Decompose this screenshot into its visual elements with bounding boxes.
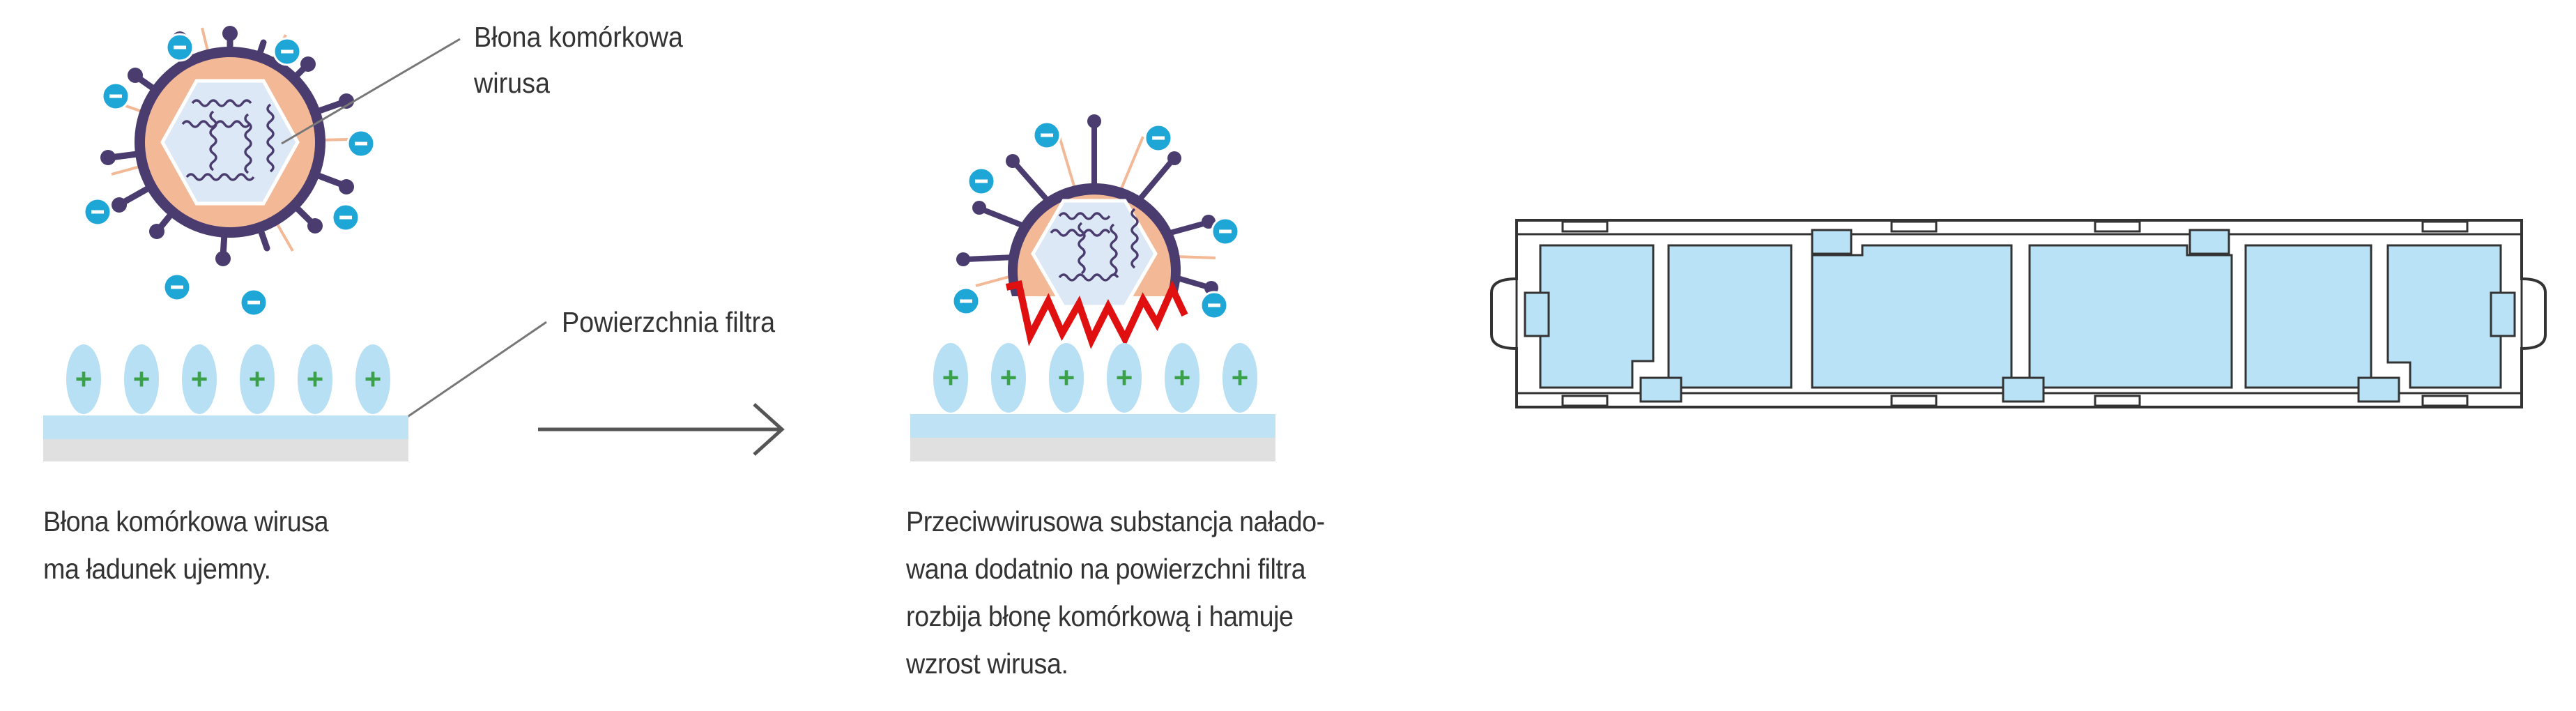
positive-charge: + xyxy=(1107,343,1142,413)
membrane-label-line-2: wirusa xyxy=(474,67,551,99)
positive-charge: + xyxy=(124,344,159,414)
positive-charge-symbol: + xyxy=(133,362,151,395)
caption-right: Przeciwwirusowa substancja nałado- wana … xyxy=(906,498,1325,687)
cassette-cells xyxy=(1524,229,2516,403)
membrane-label: Błona komórkowa wirusa xyxy=(474,14,683,106)
virus-capsid xyxy=(160,79,300,206)
positive-charge: + xyxy=(240,344,275,414)
process-arrow xyxy=(538,403,785,456)
positive-charge-oval xyxy=(240,344,275,414)
caption-right-line-1: Przeciwwirusowa substancja nałado- xyxy=(906,505,1325,537)
surface-label: Powierzchnia filtra xyxy=(562,299,775,345)
filter-base-left xyxy=(43,439,408,461)
caption-left-line-1: Błona komórkowa wirusa xyxy=(43,505,329,537)
positive-charge: + xyxy=(991,343,1026,413)
positive-charge-symbol: + xyxy=(1174,361,1191,394)
filter-surface-right xyxy=(910,414,1275,438)
positive-charge-symbol: + xyxy=(365,362,382,395)
rupture-zigzag xyxy=(1005,280,1188,349)
positive-charge-symbol: + xyxy=(942,361,960,394)
caption-right-line-4: wzrost wirusa. xyxy=(906,648,1068,680)
membrane-label-line-1: Błona komórkowa xyxy=(474,21,683,53)
positive-charges-left: + + + + + + xyxy=(66,344,390,414)
positive-charge: + xyxy=(1222,343,1257,413)
positive-charge-oval xyxy=(1222,343,1257,413)
virus-rna xyxy=(181,99,275,181)
positive-charge: + xyxy=(182,344,217,414)
positive-charge-symbol: + xyxy=(191,362,208,395)
surface-label-text: Powierzchnia filtra xyxy=(562,306,776,338)
positive-charge-oval xyxy=(182,344,217,414)
positive-charge-symbol: + xyxy=(1116,361,1133,394)
virus-capsid-right xyxy=(1031,199,1158,309)
virus-ruptured xyxy=(951,114,1240,349)
filter-surface-left xyxy=(43,415,408,439)
positive-charge: + xyxy=(1165,343,1199,413)
positive-charge-oval xyxy=(355,344,390,414)
positive-charge-symbol: + xyxy=(1000,361,1018,394)
positive-charge-oval xyxy=(991,343,1026,413)
cassette-notches xyxy=(1561,220,2469,407)
caption-right-line-3: rozbija błonę komórkową i hamuje xyxy=(906,600,1294,632)
positive-charge: + xyxy=(933,343,968,413)
positive-charge: + xyxy=(355,344,390,414)
caption-left-line-2: ma ładunek ujemny. xyxy=(43,553,271,585)
positive-charge-oval xyxy=(124,344,159,414)
virus-rna-right xyxy=(1050,208,1139,282)
positive-charges-right: + + + + + + xyxy=(933,343,1257,413)
positive-charge-oval xyxy=(1049,343,1084,413)
virus-spike-tips-right xyxy=(956,114,1218,295)
positive-charge-oval xyxy=(298,344,332,414)
positive-charge: + xyxy=(298,344,332,414)
positive-charge-symbol: + xyxy=(1058,361,1075,394)
positive-charge-oval xyxy=(66,344,101,414)
positive-charge-oval xyxy=(1165,343,1199,413)
positive-charge-symbol: + xyxy=(75,362,93,395)
positive-charge: + xyxy=(1049,343,1084,413)
positive-charge-symbol: + xyxy=(307,362,324,395)
positive-charge: + xyxy=(66,344,101,414)
filter-cassette xyxy=(1490,219,2547,408)
caption-right-line-2: wana dodatnio na powierzchni filtra xyxy=(906,553,1306,585)
positive-charge-symbol: + xyxy=(249,362,266,395)
filter-base-right xyxy=(910,438,1275,461)
surface-leader-line xyxy=(392,321,547,428)
caption-left: Błona komórkowa wirusa ma ładunek ujemny… xyxy=(43,498,329,592)
positive-charge-oval xyxy=(1107,343,1142,413)
virus-intact xyxy=(83,26,376,317)
positive-charge-symbol: + xyxy=(1232,361,1249,394)
positive-charge-oval xyxy=(933,343,968,413)
membrane-leader-line xyxy=(281,38,461,145)
